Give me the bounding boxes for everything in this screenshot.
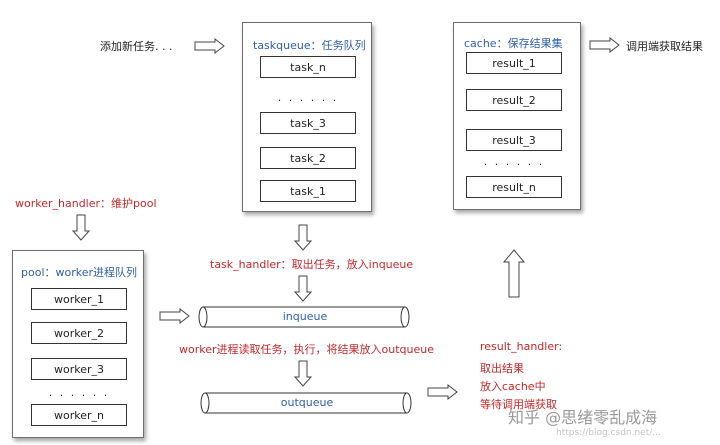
- task-item: task_1: [260, 180, 356, 202]
- outqueue-label: outqueue: [280, 396, 334, 409]
- pool-panel: pool：worker进程队列 worker_1 worker_2 worker…: [12, 250, 144, 438]
- result-ellipsis: . . . . . .: [483, 155, 545, 168]
- task-item: task_n: [260, 56, 356, 78]
- worker-handler-label: worker_handler：维护pool: [15, 197, 157, 210]
- down-arrow-icon: [293, 360, 313, 387]
- result-handler-line: 取出结果: [480, 362, 524, 375]
- watermark-text: 知乎 @思绪零乱成海: [508, 408, 658, 427]
- result-item: result_2: [466, 89, 562, 111]
- result-handler-title: result_handler:: [480, 340, 563, 353]
- right-arrow-icon: [589, 36, 620, 54]
- result-handler-line: 等待调用端获取: [480, 398, 557, 411]
- right-arrow-icon: [194, 37, 225, 55]
- cache-title: cache：保存结果集: [464, 37, 563, 50]
- task-item: task_2: [260, 147, 356, 169]
- worker-process-label: worker进程读取任务，执行，将结果放入outqueue: [179, 343, 434, 356]
- task-handler-label: task_handler：取出任务，放入inqueue: [210, 258, 414, 271]
- task-item: task_3: [260, 112, 356, 134]
- result-item: result_n: [466, 176, 562, 198]
- result-item: result_3: [466, 129, 562, 151]
- caller-text: 调用端获取结果: [626, 40, 703, 53]
- watermark-url: https://blog.csdn.net/...: [556, 428, 661, 438]
- up-arrow-icon: [502, 249, 526, 298]
- worker-item: worker_3: [31, 358, 127, 380]
- worker-item: worker_2: [31, 322, 127, 344]
- worker-item: worker_1: [31, 288, 127, 310]
- worker-item: worker_n: [31, 404, 127, 426]
- result-handler-line: 放入cache中: [480, 380, 546, 393]
- task-ellipsis: . . . . . .: [277, 91, 339, 104]
- cache-panel: cache：保存结果集 result_1 result_2 result_3 .…: [453, 22, 581, 210]
- taskqueue-title: taskqueue：任务队列: [253, 39, 366, 52]
- add-task-text: 添加新任务. . .: [100, 40, 173, 53]
- down-arrow-icon: [293, 275, 313, 302]
- worker-ellipsis: . . . . . .: [48, 386, 110, 399]
- inqueue-label: inqueue: [282, 310, 328, 323]
- down-arrow-icon: [71, 214, 91, 241]
- right-arrow-icon: [427, 383, 458, 401]
- taskqueue-panel: taskqueue：任务队列 task_n . . . . . . task_3…: [242, 22, 372, 212]
- right-arrow-icon: [159, 307, 190, 325]
- outqueue-pipe: [200, 392, 412, 414]
- pool-title: pool：worker进程队列: [21, 266, 138, 279]
- down-arrow-icon: [293, 224, 313, 251]
- inqueue-pipe: [198, 306, 410, 328]
- result-item: result_1: [466, 52, 562, 74]
